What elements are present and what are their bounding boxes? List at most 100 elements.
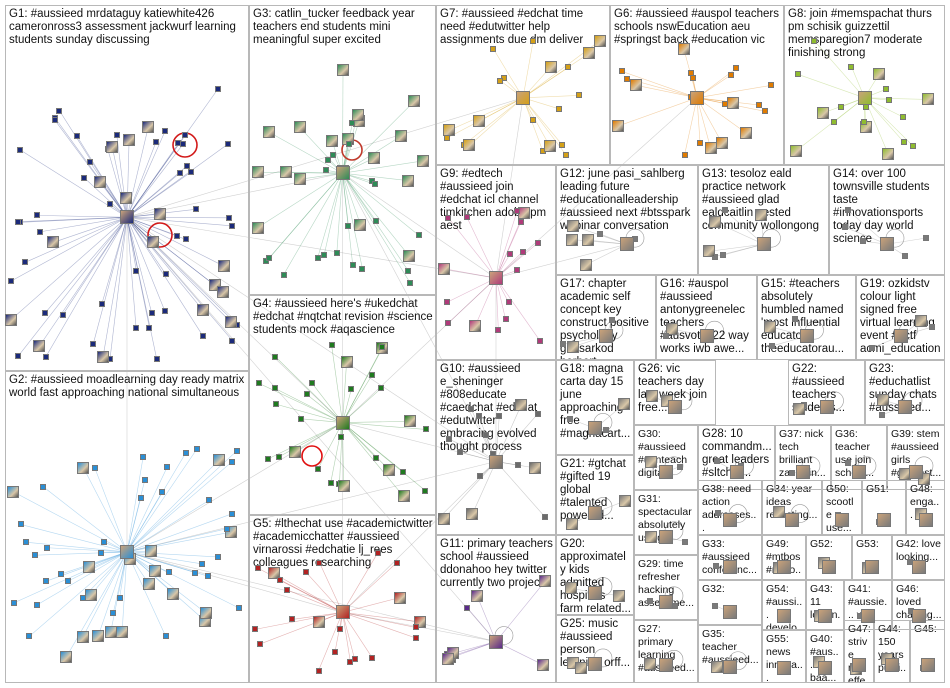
user-avatar-node[interactable] — [764, 321, 776, 333]
user-node[interactable] — [229, 223, 235, 229]
user-node[interactable] — [464, 214, 470, 220]
user-avatar-node[interactable] — [147, 236, 159, 248]
user-node[interactable] — [316, 560, 322, 566]
user-node[interactable] — [861, 119, 867, 125]
user-node[interactable] — [457, 449, 463, 455]
hub-avatar-node[interactable] — [919, 513, 933, 527]
user-node[interactable] — [199, 561, 205, 567]
user-node[interactable] — [215, 86, 221, 92]
user-node[interactable] — [215, 554, 221, 560]
hub-avatar-node[interactable] — [894, 329, 908, 343]
user-node[interactable] — [205, 573, 211, 579]
user-node[interactable] — [535, 240, 541, 246]
user-node[interactable] — [407, 280, 413, 286]
user-avatar-node[interactable] — [817, 107, 829, 119]
user-node[interactable] — [182, 132, 188, 138]
user-node[interactable] — [98, 550, 104, 556]
hub-avatar-node[interactable] — [757, 237, 771, 251]
user-node[interactable] — [722, 207, 728, 213]
user-node[interactable] — [175, 140, 181, 146]
user-avatar-node[interactable] — [7, 486, 19, 498]
user-node[interactable] — [163, 633, 169, 639]
hub-avatar-node[interactable] — [858, 91, 872, 105]
user-node[interactable] — [663, 333, 669, 339]
user-node[interactable] — [515, 462, 521, 468]
hub-avatar-node[interactable] — [700, 329, 714, 343]
user-node[interactable] — [133, 325, 139, 331]
user-avatar-node[interactable] — [565, 582, 577, 594]
user-node[interactable] — [138, 495, 144, 501]
user-node[interactable] — [530, 38, 536, 44]
hub-avatar-node[interactable] — [898, 400, 912, 414]
user-node[interactable] — [40, 484, 46, 490]
group-panel-g23[interactable]: G23: #educhatlist sunday chats #aussieed… — [865, 360, 945, 425]
user-node[interactable] — [303, 569, 309, 575]
user-node[interactable] — [647, 598, 653, 604]
user-node[interactable] — [316, 668, 322, 674]
group-panel-g51[interactable]: G51: — [862, 480, 906, 535]
user-avatar-node[interactable] — [583, 47, 595, 59]
user-node[interactable] — [52, 117, 58, 123]
user-node[interactable] — [722, 101, 728, 107]
user-node[interactable] — [838, 104, 844, 110]
user-avatar-node[interactable] — [404, 415, 416, 427]
user-avatar-node[interactable] — [394, 592, 406, 604]
user-node[interactable] — [733, 65, 739, 71]
user-node[interactable] — [768, 82, 774, 88]
user-node[interactable] — [929, 324, 935, 330]
user-node[interactable] — [677, 464, 683, 470]
user-node[interactable] — [200, 333, 206, 339]
user-avatar-node[interactable] — [773, 506, 785, 518]
user-node[interactable] — [530, 117, 536, 123]
hub-avatar-node[interactable] — [912, 609, 926, 623]
user-avatar-node[interactable] — [341, 356, 353, 368]
user-avatar-node[interactable] — [338, 480, 350, 492]
user-avatar-node[interactable] — [567, 220, 579, 232]
hub-avatar-node[interactable] — [852, 465, 866, 479]
user-node[interactable] — [330, 152, 336, 158]
user-node[interactable] — [42, 310, 48, 316]
user-node[interactable] — [603, 427, 609, 433]
user-avatar-node[interactable] — [567, 341, 579, 353]
user-node[interactable] — [400, 469, 406, 475]
hub-avatar-node[interactable] — [690, 91, 704, 105]
user-avatar-node[interactable] — [106, 141, 118, 153]
user-node[interactable] — [869, 345, 875, 351]
user-avatar-node[interactable] — [403, 250, 415, 262]
user-node[interactable] — [514, 267, 520, 273]
user-avatar-node[interactable] — [709, 216, 721, 228]
user-avatar-node[interactable] — [438, 513, 450, 525]
user-node[interactable] — [315, 466, 321, 472]
user-node[interactable] — [183, 450, 189, 456]
group-panel-g16[interactable]: G16: #auspol #aussieed antonygreenelec t… — [656, 275, 757, 360]
user-avatar-node[interactable] — [120, 192, 132, 204]
user-node[interactable] — [369, 372, 375, 378]
user-avatar-node[interactable] — [197, 304, 209, 316]
user-node[interactable] — [32, 552, 38, 558]
user-node[interactable] — [697, 140, 703, 146]
hub-avatar-node[interactable] — [885, 658, 899, 672]
user-avatar-node[interactable] — [149, 565, 161, 577]
user-node[interactable] — [464, 605, 470, 611]
user-node[interactable] — [506, 299, 512, 305]
user-avatar-node[interactable] — [280, 166, 292, 178]
user-node[interactable] — [90, 341, 96, 347]
user-avatar-node[interactable] — [539, 575, 551, 587]
user-node[interactable] — [149, 310, 155, 316]
hub-avatar-node[interactable] — [120, 545, 134, 559]
user-avatar-node[interactable] — [167, 588, 179, 600]
user-node[interactable] — [879, 412, 885, 418]
user-node[interactable] — [266, 255, 272, 261]
user-node[interactable] — [346, 141, 352, 147]
user-node[interactable] — [910, 143, 916, 149]
user-node[interactable] — [769, 343, 775, 349]
user-node[interactable] — [900, 114, 906, 120]
user-node[interactable] — [556, 106, 562, 112]
hub-avatar-node[interactable] — [659, 465, 673, 479]
user-avatar-node[interactable] — [354, 219, 366, 231]
user-node[interactable] — [81, 175, 87, 181]
user-node[interactable] — [153, 139, 159, 145]
user-node[interactable] — [183, 236, 189, 242]
hub-avatar-node[interactable] — [516, 91, 530, 105]
hub-avatar-node[interactable] — [620, 237, 634, 251]
